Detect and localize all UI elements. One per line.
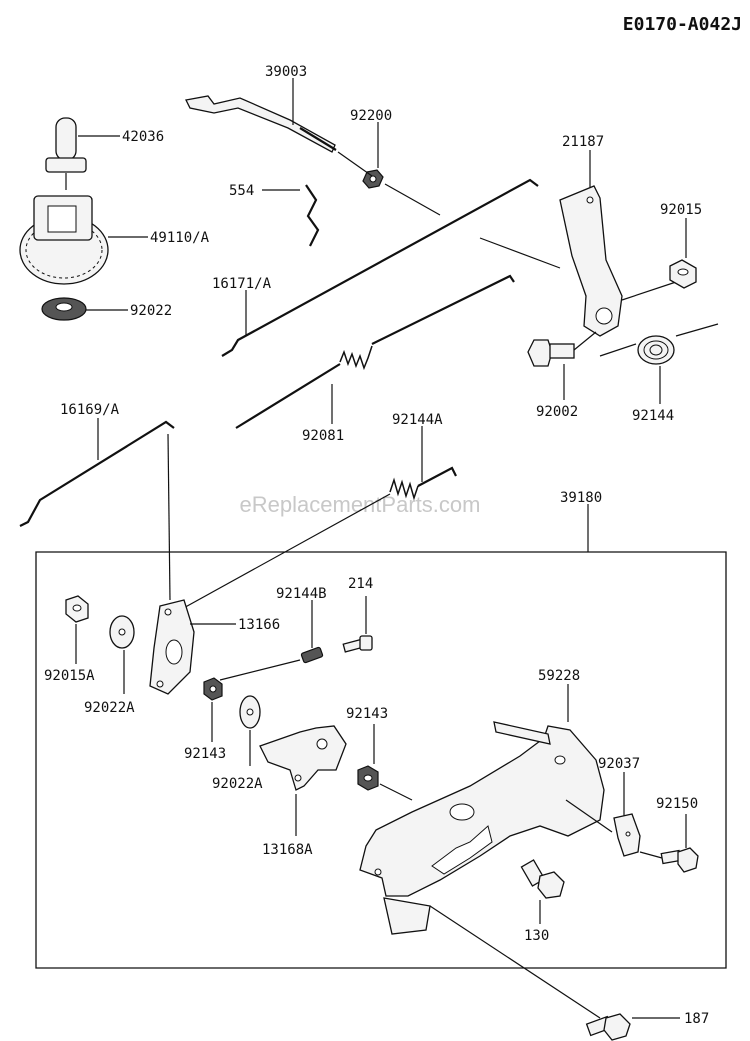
part-130	[520, 859, 565, 899]
label-92150: 92150	[656, 796, 698, 812]
part-92022A-left	[109, 615, 135, 649]
axis-92002	[573, 331, 597, 351]
axis-187	[429, 905, 601, 1019]
part-16171A	[221, 178, 539, 357]
label-214: 214	[348, 576, 373, 592]
label-92200: 92200	[350, 108, 392, 124]
label-92015A: 92015A	[44, 668, 95, 684]
axis-214	[219, 659, 301, 681]
part-13166	[149, 599, 195, 695]
label-49110A: 49110/A	[150, 230, 210, 246]
part-92144B	[300, 646, 324, 664]
label-13168A: 13168A	[262, 842, 313, 858]
label-92144: 92144	[632, 408, 674, 424]
part-42036	[45, 117, 87, 173]
axis-21187	[479, 237, 677, 301]
label-92037: 92037	[598, 756, 640, 772]
part-92143-left	[203, 677, 223, 701]
axis-92037	[565, 799, 613, 833]
label-13166: 13166	[238, 617, 280, 633]
part-92144A	[389, 466, 457, 501]
label-92143-left: 92143	[184, 746, 226, 762]
part-92081	[235, 274, 515, 429]
watermark: eReplacementParts.com	[240, 492, 481, 517]
label-42036: 42036	[122, 129, 164, 145]
label-16169A: 16169/A	[60, 402, 120, 418]
label-92143-right: 92143	[346, 706, 388, 722]
label-92022A-middle: 92022A	[212, 776, 263, 792]
axis-16169A	[167, 433, 171, 601]
part-92037	[613, 813, 641, 857]
axis-92143-right	[379, 783, 413, 801]
part-554	[305, 184, 320, 247]
label-39180: 39180	[560, 490, 602, 506]
part-92022A-middle	[239, 695, 261, 729]
part-92015A	[65, 595, 89, 623]
part-92002	[527, 339, 575, 367]
label-187: 187	[684, 1011, 709, 1027]
axis-92144	[599, 323, 719, 357]
label-21187: 21187	[562, 134, 604, 150]
label-92022: 92022	[130, 303, 172, 319]
diagram-code: E0170-A042J	[623, 14, 742, 35]
part-92150	[660, 847, 699, 873]
part-92200	[362, 169, 384, 189]
label-92022A-left: 92022A	[84, 700, 135, 716]
label-59228: 59228	[538, 668, 580, 684]
label-92144A: 92144A	[392, 412, 443, 428]
label-92144B: 92144B	[276, 586, 327, 602]
axis-92200	[337, 151, 441, 216]
label-130: 130	[524, 928, 549, 944]
label-92002: 92002	[536, 404, 578, 420]
label-92081: 92081	[302, 428, 344, 444]
part-13168A	[259, 725, 347, 791]
part-59228	[359, 721, 605, 935]
label-554: 554	[229, 183, 254, 199]
part-39003	[185, 95, 337, 153]
part-214	[342, 635, 373, 653]
part-187	[585, 1013, 631, 1041]
part-92143-right	[357, 765, 379, 791]
assembly-box-39180	[35, 551, 727, 969]
part-16169A	[19, 420, 175, 527]
part-92015	[669, 259, 697, 289]
part-49110A	[19, 195, 109, 285]
label-92015: 92015	[660, 202, 702, 218]
part-21187	[559, 185, 623, 337]
axis-92150	[639, 851, 663, 859]
part-92022	[41, 297, 87, 321]
label-39003: 39003	[265, 64, 307, 80]
part-92144	[637, 335, 675, 365]
label-16171A: 16171/A	[212, 276, 272, 292]
